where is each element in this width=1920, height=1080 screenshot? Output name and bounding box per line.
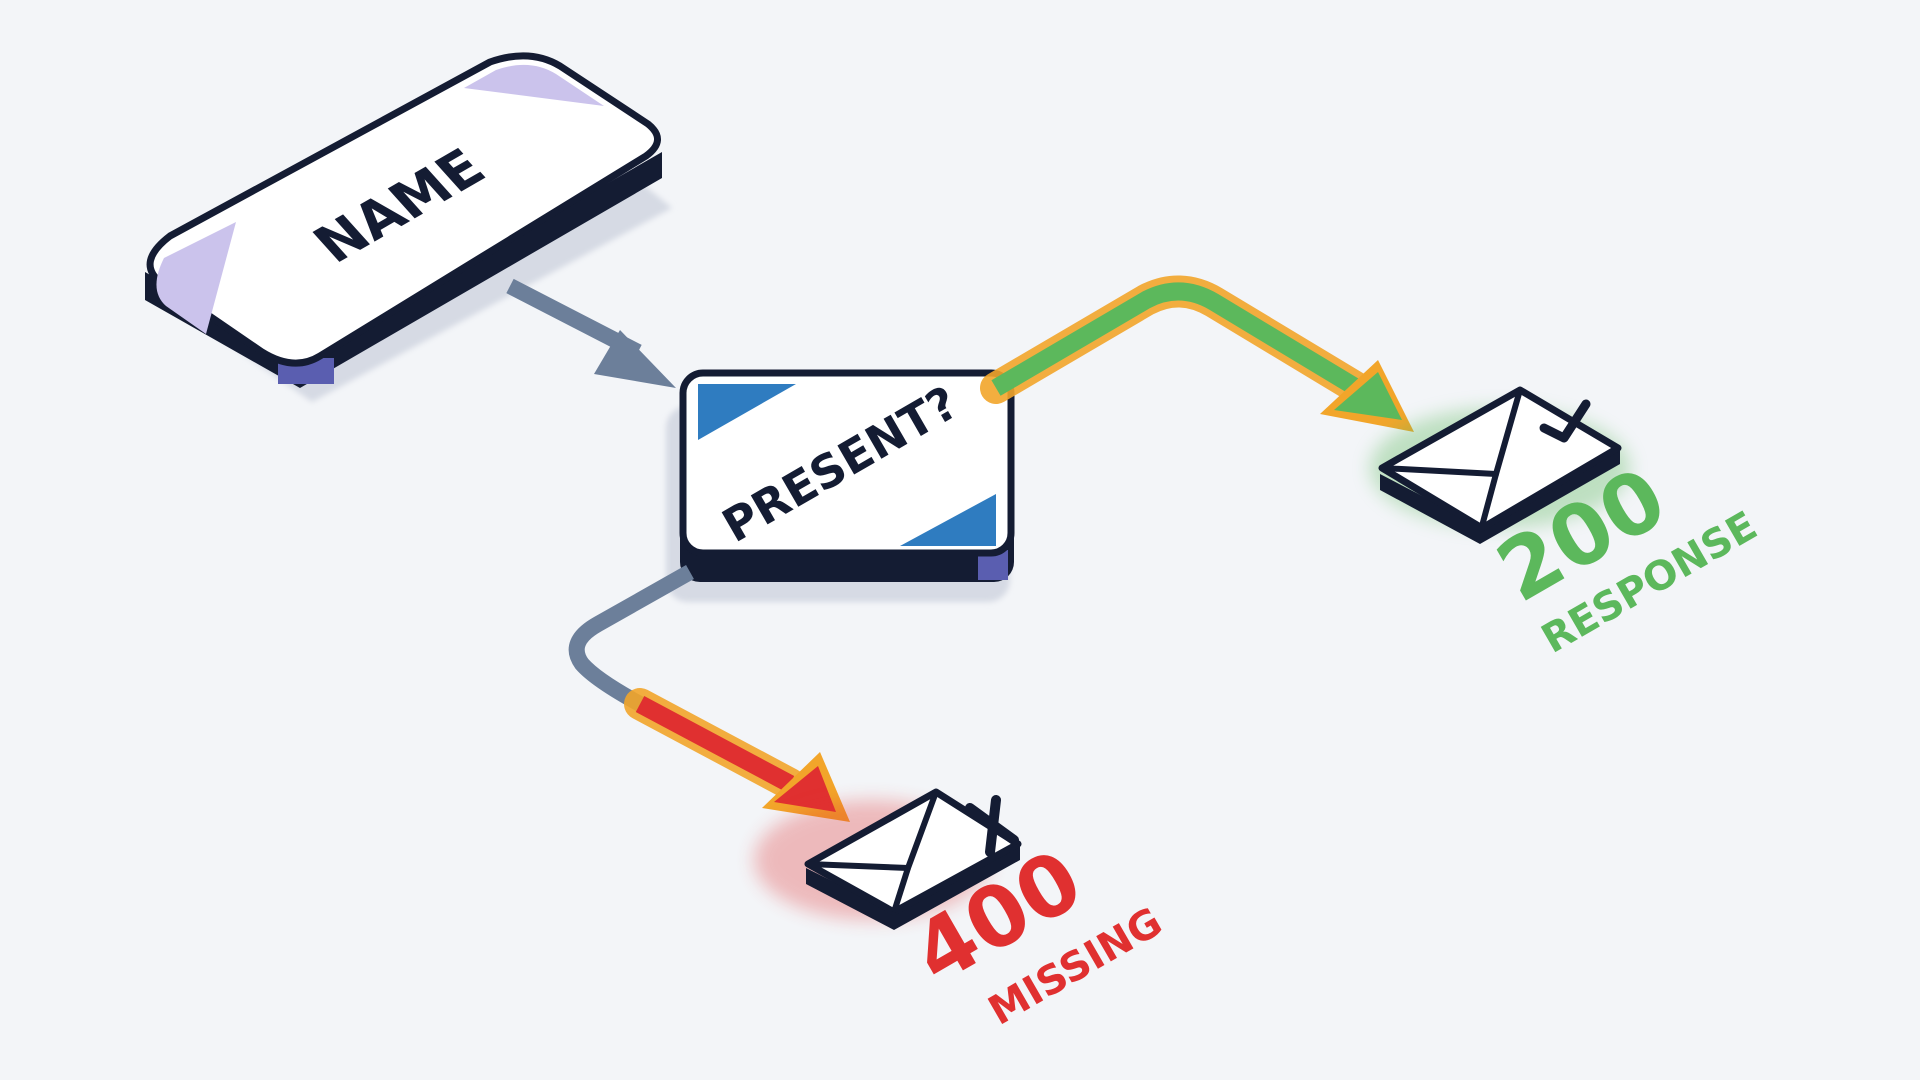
success-path-glow: [980, 275, 1386, 412]
present-node-accent-bottom: [900, 494, 996, 546]
failure-path-line: [635, 696, 795, 792]
failure-arrowhead: [774, 766, 836, 812]
name-node-accent-top: [464, 64, 604, 106]
name-input-node: NAME: [145, 52, 672, 402]
present-node-accent-top: [698, 384, 796, 440]
envelope-check-icon: [1370, 386, 1630, 544]
success-arrowhead: [1334, 372, 1402, 420]
failure-path: [568, 565, 850, 822]
name-node-top: [146, 52, 661, 367]
check-mark: [1539, 399, 1591, 443]
success-path: [980, 275, 1414, 432]
present-decision-node: PRESENT?: [666, 369, 1015, 602]
connector-arrowhead: [594, 330, 676, 388]
envelope-x-icon: [754, 788, 1022, 930]
success-path-line: [991, 282, 1375, 404]
x-mark: [965, 795, 1019, 857]
failure-path-connector: [568, 565, 694, 712]
connector-name-to-present: [506, 278, 676, 388]
present-node-top: [679, 369, 1015, 557]
name-node-accent-bottom: [156, 222, 236, 334]
